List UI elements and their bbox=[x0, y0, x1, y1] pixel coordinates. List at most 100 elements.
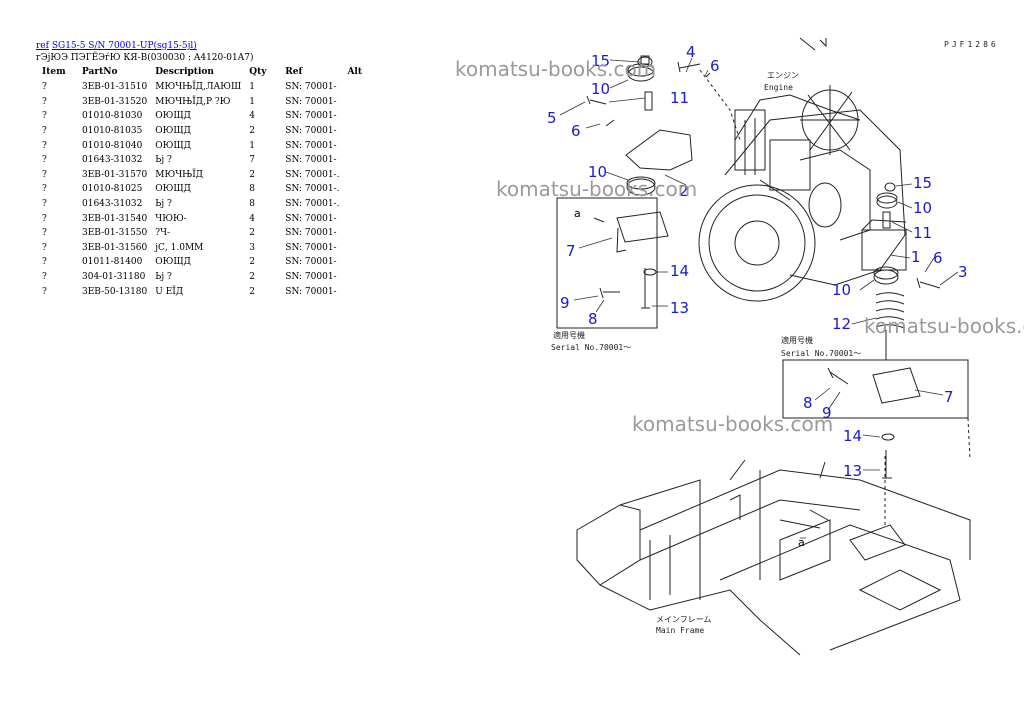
row-description: ОЮЩД bbox=[155, 126, 191, 137]
row-partno: 01010-81035 bbox=[82, 126, 143, 137]
col-ref: Ref bbox=[285, 67, 303, 77]
callout-10d: 10 bbox=[832, 281, 851, 299]
callout-6b: 6 bbox=[571, 122, 581, 140]
frame-label-jp: メインフレーム bbox=[656, 615, 712, 624]
ref-link[interactable]: ref bbox=[36, 41, 49, 51]
callouts: 15 4 6 10 11 5 6 10 2 7 9 8 14 13 15 10 … bbox=[547, 43, 968, 480]
callout-12: 12 bbox=[832, 315, 851, 333]
callout-10: 10 bbox=[591, 80, 610, 98]
row-ref: SN: 70001- bbox=[285, 242, 337, 253]
serial-label-left: Serial No.70001～ bbox=[551, 343, 631, 352]
callout-10b: 10 bbox=[588, 163, 607, 181]
row-description: МЮЧЊЇД,ЛАЮШ bbox=[155, 82, 242, 93]
row-ref: SN: 70001-. bbox=[285, 184, 340, 195]
row-partno: 3EB-01-31520 bbox=[82, 96, 148, 107]
row-qty: 2 bbox=[249, 257, 256, 268]
row-item: ? bbox=[42, 272, 47, 283]
row-partno: 01643-31032 bbox=[82, 199, 143, 210]
callout-6: 6 bbox=[710, 57, 720, 75]
row-item: ? bbox=[42, 96, 47, 107]
callout-11b: 11 bbox=[913, 224, 932, 242]
row-partno: 01011-81400 bbox=[82, 257, 143, 268]
row-item: ? bbox=[42, 184, 47, 195]
row-item: ? bbox=[42, 140, 47, 151]
row-description: Ьј ? bbox=[155, 199, 172, 210]
row-ref: SN: 70001- bbox=[285, 257, 337, 268]
left-mount-parts bbox=[586, 55, 741, 196]
row-ref: SN: 70001- bbox=[285, 228, 337, 239]
serial-jp-left: 適用号機 bbox=[553, 330, 585, 340]
breadcrumb: ref SG15-5 S/N 70001-UP(sg15-5jl) bbox=[36, 40, 254, 52]
col-alt: Alt bbox=[347, 67, 363, 77]
watermark-1: komatsu-books.com bbox=[455, 57, 656, 81]
page-subtitle: гЭјЮЭ ПЭГЁЭѓЮ КЯ-В(030030 : A4120-01A7) bbox=[36, 53, 254, 63]
row-item: ? bbox=[42, 155, 47, 166]
watermarks: komatsu-books.com komatsu-books.com koma… bbox=[455, 57, 1024, 436]
callout-7b: 7 bbox=[944, 388, 954, 406]
row-partno: 3EB-01-31560 bbox=[82, 242, 148, 253]
row-item: ? bbox=[42, 242, 47, 253]
row-ref: SN: 70001-. bbox=[285, 199, 340, 210]
table-header-row: Item PartNo Description Qty Ref Alt bbox=[36, 66, 366, 80]
row-item: ? bbox=[42, 286, 47, 297]
callout-8b: 8 bbox=[803, 394, 813, 412]
detail-letter-left: a bbox=[574, 207, 581, 220]
row-qty: 2 bbox=[249, 228, 256, 239]
row-qty: 2 bbox=[249, 126, 256, 137]
row-partno: 3EB-01-31540 bbox=[82, 213, 148, 224]
callout-13b: 13 bbox=[843, 462, 862, 480]
row-qty: 2 bbox=[249, 286, 256, 297]
row-description: ОЮЩД bbox=[155, 184, 191, 195]
row-description: Ьј ? bbox=[155, 155, 172, 166]
row-qty: 4 bbox=[249, 111, 256, 122]
row-item: ? bbox=[42, 213, 47, 224]
callout-14: 14 bbox=[670, 262, 689, 280]
row-partno: 3EB-01-31570 bbox=[82, 169, 148, 180]
row-qty: 1 bbox=[249, 82, 256, 93]
row-partno: 01643-31032 bbox=[82, 155, 143, 166]
row-ref: SN: 70001-. bbox=[285, 169, 340, 180]
row-qty: 2 bbox=[249, 272, 256, 283]
row-qty: 1 bbox=[249, 140, 256, 151]
col-item: Item bbox=[42, 67, 66, 77]
frame-label-en: Main Frame bbox=[656, 626, 704, 635]
parts-table: Item PartNo Description Qty Ref Alt ? 3EB… bbox=[36, 66, 366, 299]
row-ref: SN: 70001- bbox=[285, 272, 337, 283]
row-qty: 8 bbox=[249, 199, 256, 210]
row-description: ОЮЩД bbox=[155, 140, 191, 151]
row-partno: 3EB-01-31550 bbox=[82, 228, 148, 239]
row-description: ?Ч- bbox=[155, 228, 171, 239]
col-description: Description bbox=[155, 67, 214, 77]
row-ref: SN: 70001- bbox=[285, 155, 337, 166]
model-link[interactable]: SG15-5 S/N 70001-UP(sg15-5jl) bbox=[51, 41, 197, 51]
row-partno: 01010-81040 bbox=[82, 140, 143, 151]
row-partno: 01010-81030 bbox=[82, 111, 143, 122]
row-ref: SN: 70001- bbox=[285, 82, 337, 93]
row-partno: 3EB-01-31510 bbox=[82, 82, 148, 93]
row-qty: 3 bbox=[249, 242, 256, 253]
callout-4: 4 bbox=[686, 43, 696, 61]
row-description: МЮЧЊЇД bbox=[155, 169, 204, 180]
row-description: јС, 1.0ММ bbox=[155, 242, 204, 253]
table-row: ? 3EB-01-31560 јС, 1.0ММ 3 SN: 70001- bbox=[36, 241, 366, 256]
callout-15b: 15 bbox=[913, 174, 932, 192]
row-partno: 01010-81025 bbox=[82, 184, 143, 195]
detail-box-right bbox=[782, 359, 971, 479]
row-description: ОЮЩД bbox=[155, 111, 191, 122]
watermark-2: komatsu-books.com bbox=[496, 177, 697, 201]
serial-label-right: Serial No.70001～ bbox=[781, 349, 861, 358]
row-qty: 4 bbox=[249, 213, 256, 224]
row-item: ? bbox=[42, 199, 47, 210]
leader-lines bbox=[559, 57, 959, 539]
row-item: ? bbox=[42, 169, 47, 180]
